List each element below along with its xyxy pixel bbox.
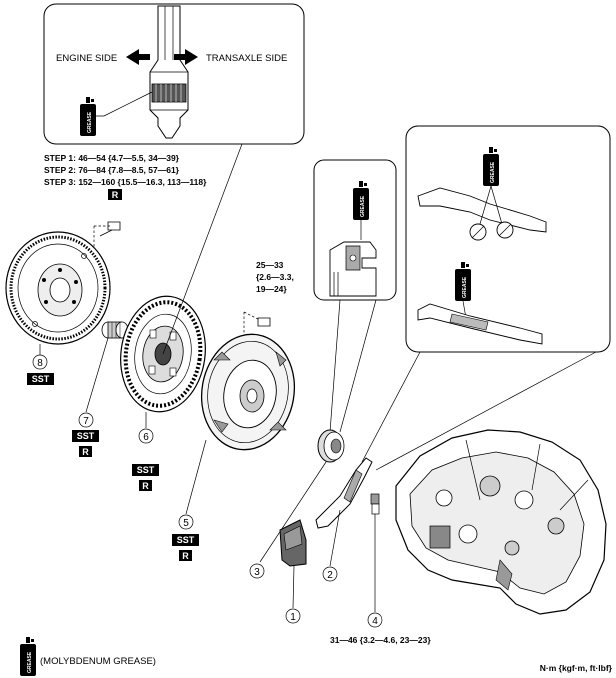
pp-torque-line-1: 25—33: [256, 260, 284, 270]
part-4-number: 4: [372, 616, 378, 627]
release-fork: [315, 457, 373, 529]
stud-torque: 31—46 {3.2—4.6, 23—23}: [330, 635, 431, 645]
sst-badge-8: [27, 373, 54, 385]
part-2-number: 2: [327, 570, 333, 581]
grease-can-icon: GREASE: [80, 97, 96, 136]
part-5-callout: 5 SST R: [172, 514, 199, 561]
flywheel: [5, 231, 111, 345]
svg-text:GREASE: GREASE: [462, 276, 468, 298]
legend-grease-label: (MOLYBDENUM GREASE): [40, 656, 156, 667]
svg-text:SST: SST: [32, 374, 50, 384]
part-7-number: 7: [83, 416, 89, 427]
replace-badge: [108, 189, 122, 200]
flywheel-bolt-icon: [107, 221, 121, 231]
transaxle-side-label: TRANSAXLE SIDE: [206, 53, 287, 64]
torque-step-3: STEP 3: 152—160 {15.5—16.3, 113—118}: [44, 177, 207, 187]
svg-text:R: R: [182, 551, 189, 561]
pp-torque-line-2: {2.6—3.3,: [256, 272, 294, 282]
part-3-number: 3: [254, 567, 260, 578]
part-2-callout: 2: [322, 566, 338, 582]
part-5-number: 5: [183, 518, 189, 529]
arrow-left-icon: [126, 49, 150, 65]
svg-text:R: R: [142, 481, 149, 491]
part-8-callout: 8 SST: [27, 354, 54, 385]
grease-can-icon: GREASE: [483, 147, 499, 186]
input-shaft-callout: ENGINE SIDE TRANSAXLE SIDE GREASE: [43, 3, 305, 145]
torque-step-1: STEP 1: 46—54 {4.7—5.5, 34—39}: [44, 153, 180, 163]
svg-text:GREASE: GREASE: [360, 195, 366, 217]
release-bearing-callout: GREASE: [313, 159, 397, 301]
release-bearing: [317, 429, 345, 463]
sst-badge-5: [172, 534, 199, 546]
sst-badge-7: [72, 430, 99, 442]
pivot-stud: [370, 493, 380, 515]
pp-torque-line-3: 19—24}: [256, 284, 287, 294]
svg-text:R: R: [112, 190, 119, 200]
legend-grease: GREASE (MOLYBDENUM GREASE): [20, 637, 156, 676]
svg-text:GREASE: GREASE: [490, 161, 496, 183]
grease-can-icon: GREASE: [455, 262, 471, 301]
part-6-number: 6: [143, 432, 149, 443]
pressure-plate: [200, 333, 296, 451]
part-3-callout: 3: [249, 563, 265, 579]
svg-text:SST: SST: [77, 431, 95, 441]
svg-text:R: R: [82, 447, 89, 457]
transaxle-case: [395, 429, 607, 615]
svg-text:GREASE: GREASE: [27, 651, 33, 673]
svg-text:SST: SST: [137, 465, 155, 475]
release-fork-callout: GREASE GREASE: [405, 125, 611, 353]
part-1-callout: 1: [285, 608, 301, 624]
replace-badge-6: [139, 480, 152, 491]
part-7-callout: 7 SST R: [72, 412, 99, 457]
arrow-right-icon: [174, 49, 198, 65]
part-6-callout: 6 SST R: [132, 428, 159, 491]
pp-bolt-icon: [257, 317, 271, 327]
part-1-number: 1: [290, 612, 296, 623]
svg-text:SST: SST: [177, 535, 195, 545]
part-4-callout: 4 31—46 {3.2—4.6, 23—23}: [330, 612, 431, 645]
replace-badge-7: [79, 446, 92, 457]
part-8-number: 8: [37, 358, 43, 369]
sst-badge-6: [132, 464, 159, 476]
engine-side-label: ENGINE SIDE: [56, 53, 117, 64]
replace-badge-5: [179, 550, 192, 561]
pressure-plate-torque: 25—33 {2.6—3.3, 19—24}: [243, 260, 294, 340]
torque-step-2: STEP 2: 76—84 {7.8—8.5, 57—61}: [44, 165, 180, 175]
grease-can-icon: GREASE: [353, 181, 369, 220]
input-shaft-drawing: [149, 5, 189, 139]
grease-can-text: GREASE: [87, 111, 93, 133]
units-label: N·m {kgf·m, ft·lbf}: [540, 663, 613, 673]
release-fork-boot: [279, 519, 307, 567]
